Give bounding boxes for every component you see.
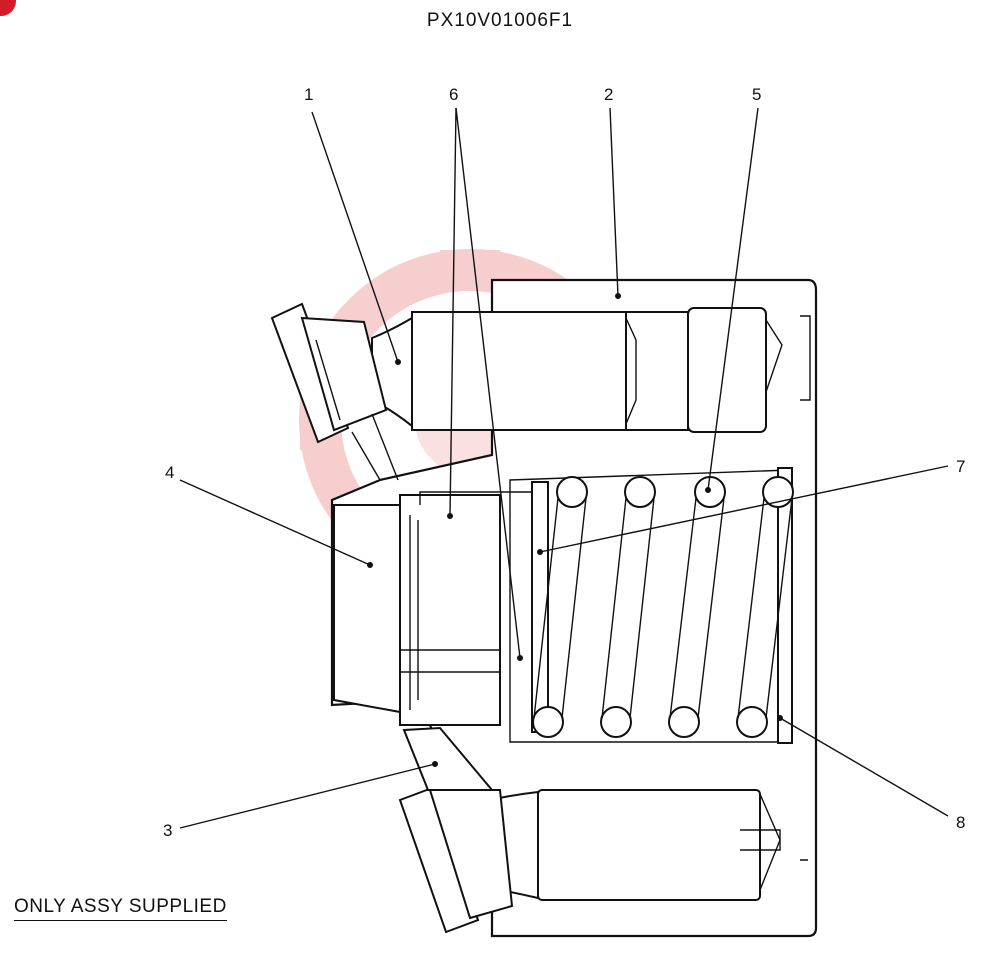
callout-7: 7 xyxy=(956,457,965,476)
housing-edge-detail xyxy=(800,315,811,861)
assembly-note: ONLY ASSY SUPPLIED xyxy=(14,896,227,921)
callout-5: 5 xyxy=(752,85,761,104)
coil-spring xyxy=(532,476,794,738)
callout-1: 1 xyxy=(304,85,313,104)
callout-8: 8 xyxy=(956,813,965,832)
callout-2: 2 xyxy=(604,85,613,104)
callout-4: 4 xyxy=(165,463,174,482)
lower-shoe xyxy=(398,726,514,934)
drawing-number: PX10V01006F1 xyxy=(426,10,574,31)
upper-piston xyxy=(371,307,783,433)
leader-lines xyxy=(179,107,949,829)
callout-3: 3 xyxy=(163,821,172,840)
upper-link xyxy=(351,413,399,481)
callout-6: 6 xyxy=(449,85,458,104)
lower-piston xyxy=(489,789,781,901)
upper-shoe xyxy=(270,302,388,444)
spring-chamber xyxy=(509,467,793,744)
